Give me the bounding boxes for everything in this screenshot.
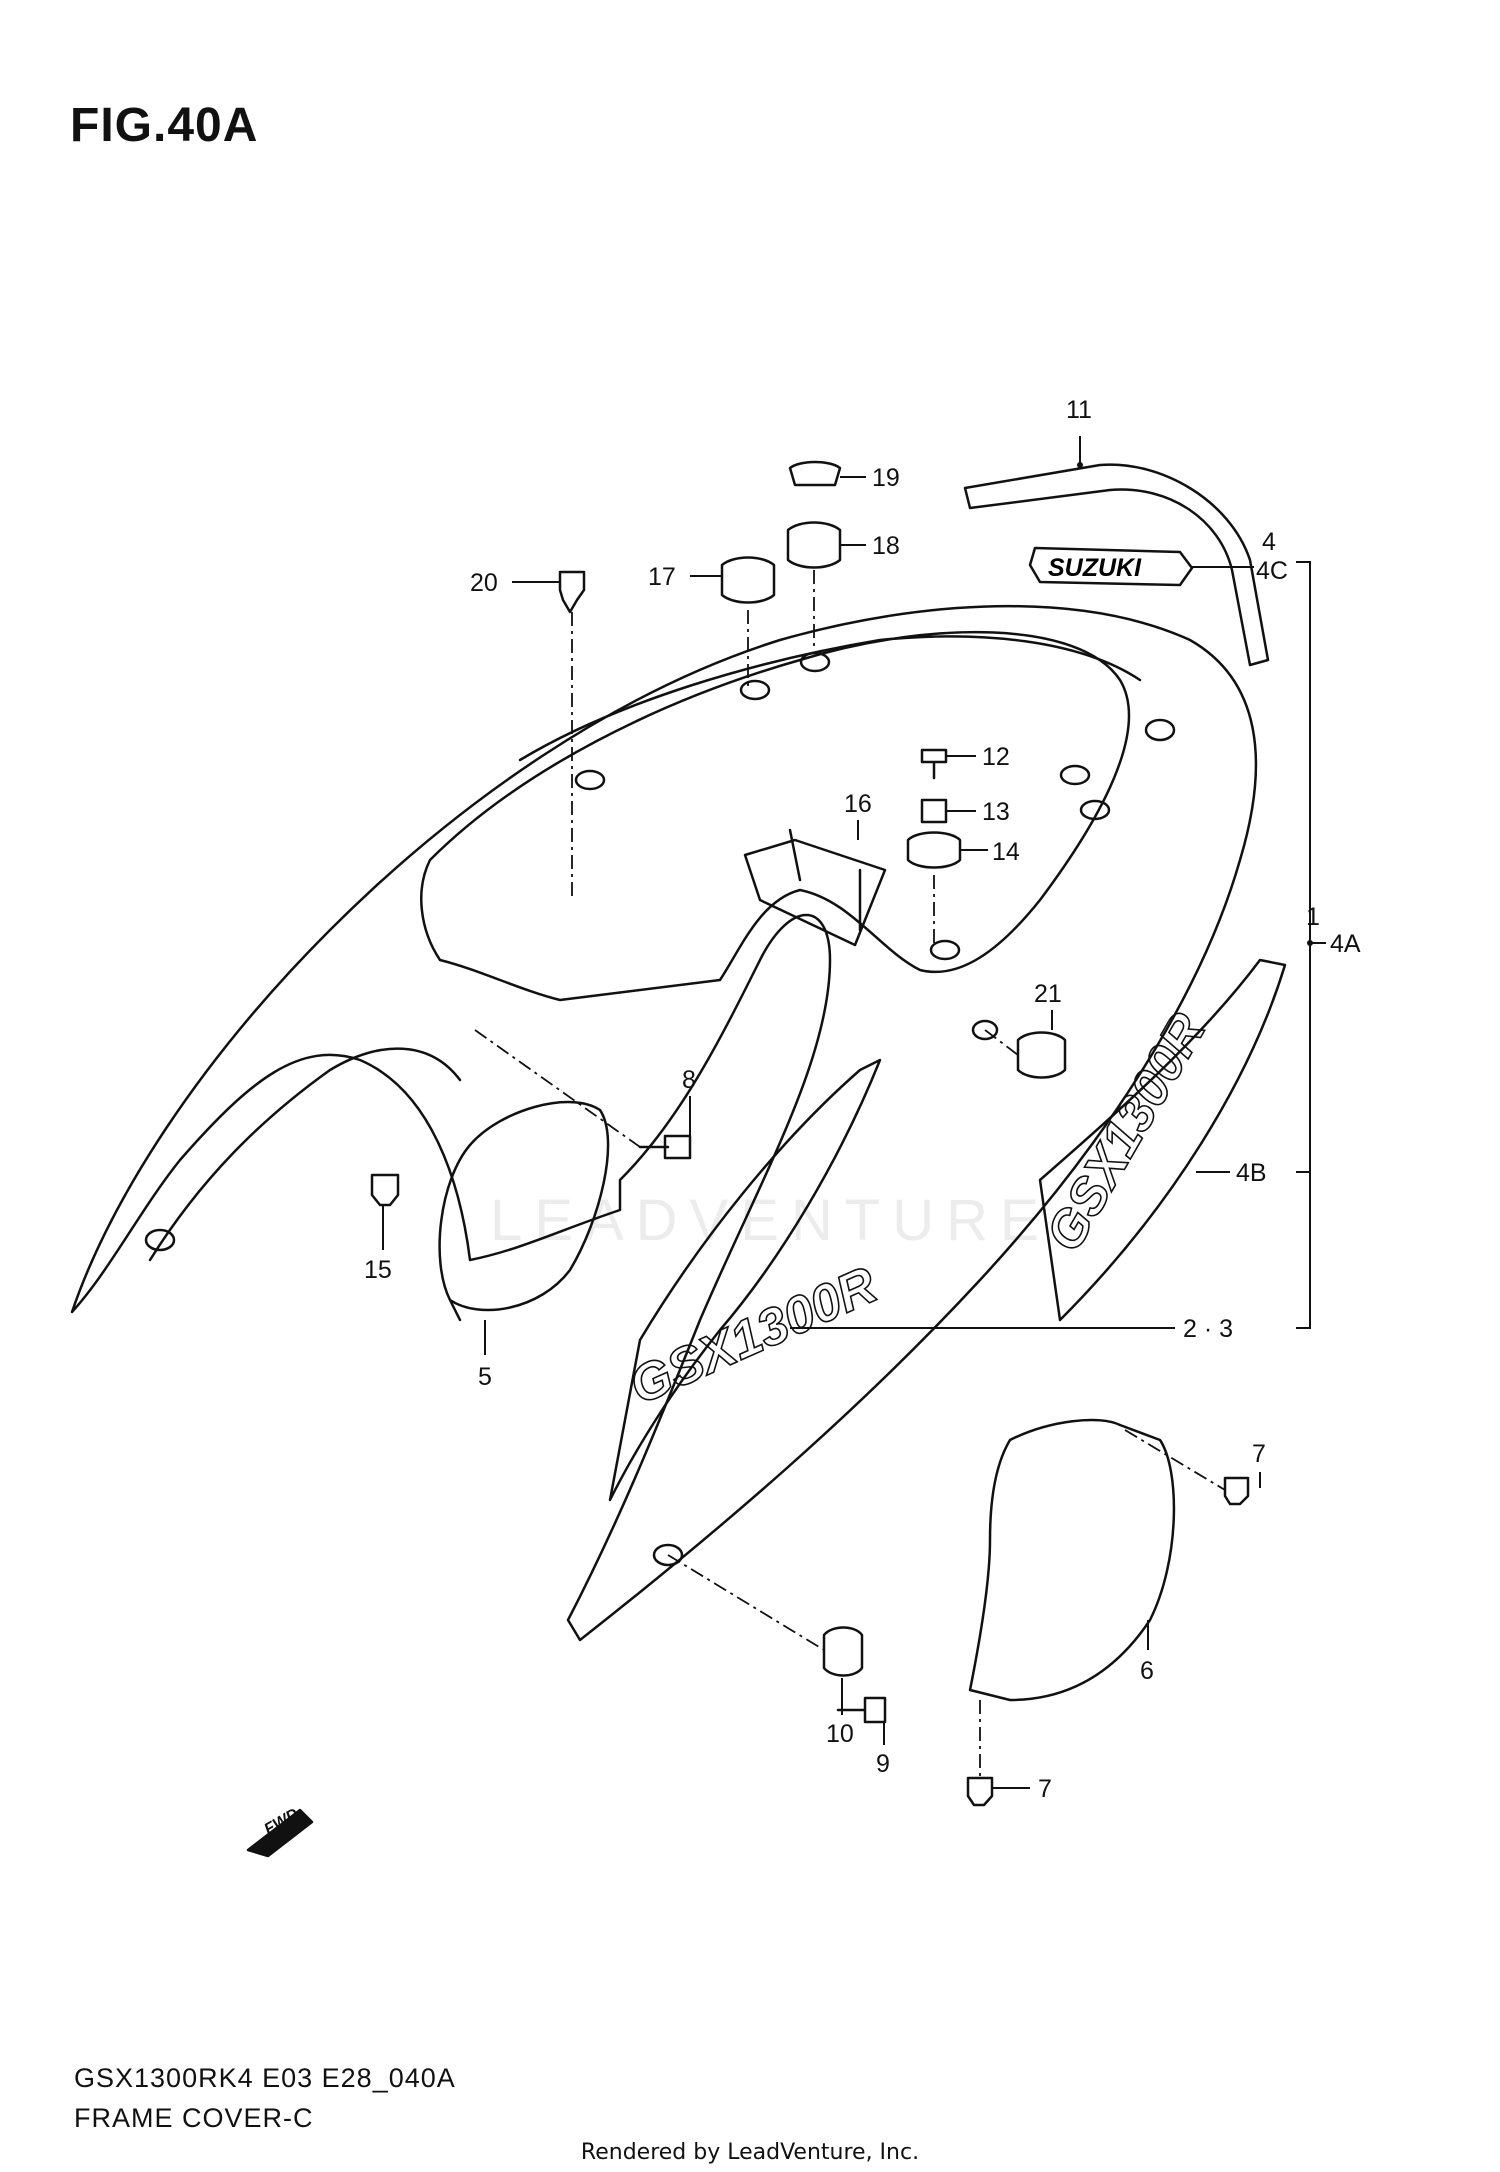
grommet-17 xyxy=(720,556,776,604)
suzuki-badge xyxy=(1028,546,1194,587)
inner-cover-5 xyxy=(438,1100,610,1322)
fastener-20 xyxy=(558,570,586,614)
side-cover-6 xyxy=(968,1418,1176,1702)
rendered-by-credit: Rendered by LeadVenture, Inc. xyxy=(580,2140,920,2165)
diagram-footer: GSX1300RK4 E03 E28_040A FRAME COVER-C xyxy=(74,2058,456,2138)
mount-hole xyxy=(574,769,606,791)
grommet-18 xyxy=(786,521,842,569)
callout-19: 19 xyxy=(872,464,900,492)
mount-hole xyxy=(739,679,771,701)
mount-hole xyxy=(971,1019,999,1041)
callout-13: 13 xyxy=(982,798,1010,826)
assembly-line xyxy=(984,1029,1019,1056)
model-decal-left-text: GSX1300R xyxy=(621,1256,885,1416)
mount-hole xyxy=(1059,764,1091,786)
mount-hole xyxy=(144,1228,176,1252)
mount-hole xyxy=(1144,718,1176,742)
callout-17: 17 xyxy=(648,563,676,591)
grommet-14 xyxy=(906,831,962,869)
callout-4: 4 xyxy=(1262,528,1276,556)
mount-hole xyxy=(929,939,961,961)
callout-11: 11 xyxy=(1066,396,1092,424)
grab-strip-11 xyxy=(963,463,1270,667)
bracket-16 xyxy=(743,828,887,947)
mount-hole xyxy=(652,1543,684,1567)
callout-7-lower: 7 xyxy=(1038,1775,1052,1803)
callout-9: 9 xyxy=(876,1750,890,1778)
callout-21: 21 xyxy=(1034,980,1062,1008)
callout-14: 14 xyxy=(992,838,1020,866)
leader-dot xyxy=(1307,940,1313,946)
callout-12: 12 xyxy=(982,743,1010,771)
model-decal-right-panel xyxy=(1038,958,1287,1322)
callout-20: 20 xyxy=(470,569,498,597)
callout-18: 18 xyxy=(872,532,900,560)
callout-4b: 4B xyxy=(1236,1159,1267,1187)
fwd-arrow xyxy=(246,1808,314,1858)
callout-10: 10 xyxy=(826,1720,854,1748)
clip-7-upper xyxy=(1223,1476,1250,1506)
grommet-10 xyxy=(822,1626,864,1677)
collar-13 xyxy=(920,798,948,824)
cushion-21 xyxy=(1016,1031,1067,1079)
fastener-19 xyxy=(788,460,842,487)
callout-4c: 4C xyxy=(1256,557,1288,585)
seat-cowl-inner xyxy=(420,630,1131,1002)
seat-cowl-outline xyxy=(70,604,1258,1642)
seat-cowl-tail-rim xyxy=(148,1047,462,1262)
diagram-code: GSX1300RK4 E03 E28_040A xyxy=(74,2063,456,2093)
figure-title: FIG.40A xyxy=(70,99,259,152)
screw-9 xyxy=(836,1696,887,1724)
seat-cowl-rim xyxy=(518,635,1142,762)
bolt-8 xyxy=(638,1134,692,1160)
suzuki-badge-text: SUZUKI xyxy=(1048,554,1142,582)
callout-4a: 4A xyxy=(1330,930,1361,958)
callout-1: 1 xyxy=(1306,903,1320,931)
callout-8: 8 xyxy=(682,1066,696,1094)
clip-7-lower xyxy=(966,1776,994,1807)
clip-15 xyxy=(370,1173,400,1207)
assembly-line xyxy=(474,1029,641,1148)
callout-16: 16 xyxy=(844,790,872,818)
callout-2-3: 2 · 3 xyxy=(1183,1315,1233,1343)
callout-15: 15 xyxy=(364,1256,392,1284)
callout-6: 6 xyxy=(1140,1657,1154,1685)
callout-7-upper: 7 xyxy=(1252,1440,1266,1468)
assembly-line xyxy=(667,1554,825,1651)
model-decal-right-text: GSX1300R xyxy=(1035,1004,1217,1261)
screw-12 xyxy=(920,748,948,780)
leader-dot xyxy=(1077,462,1083,468)
watermark: LEADVENTURE xyxy=(490,1188,1051,1253)
callout-5: 5 xyxy=(478,1363,492,1391)
mount-hole xyxy=(1079,799,1111,821)
mount-hole xyxy=(799,651,831,673)
diagram-name: FRAME COVER-C xyxy=(74,2103,314,2133)
model-decal-left-panel xyxy=(608,1058,882,1502)
assembly-line xyxy=(1124,1429,1226,1491)
